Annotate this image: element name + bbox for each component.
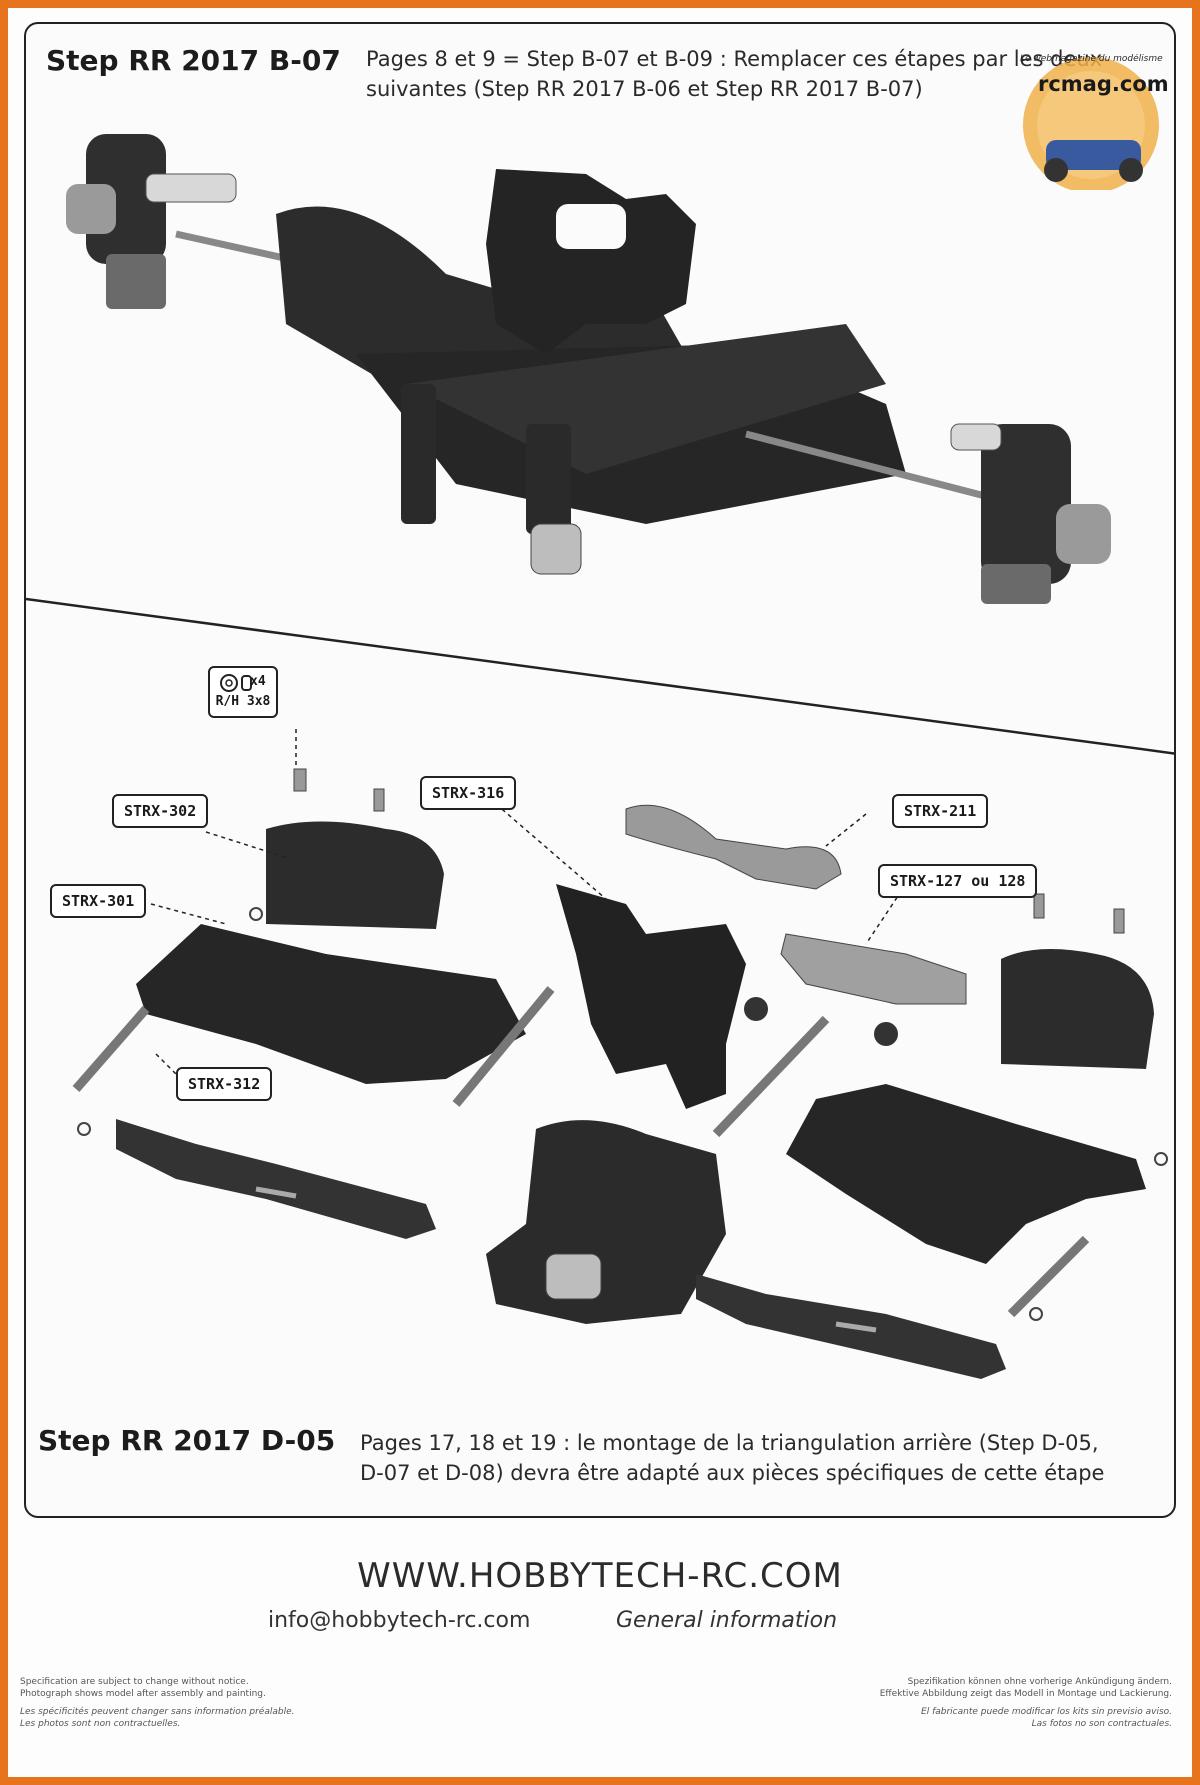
- disclaimer-right-line4: Las fotos no son contractuales.: [1031, 1719, 1172, 1729]
- website-url[interactable]: WWW.HOBBYTECH-RC.COM: [357, 1556, 843, 1596]
- part-label-strx301: STRX-301: [50, 884, 147, 918]
- screw-quantity: x4: [250, 674, 266, 689]
- assembled-rear-end: [66, 134, 1111, 604]
- assembly-illustration: [26, 134, 1174, 1379]
- leader-lines: [150, 729, 907, 1075]
- general-information-label: General information: [616, 1608, 838, 1633]
- exploded-parts: [72, 768, 1168, 1379]
- part-label-strx302: STRX-302: [112, 794, 209, 828]
- rcmag-logo-tagline: Le webmagazine du modélisme: [1020, 54, 1163, 64]
- screw-size: R/H 3x8: [215, 694, 271, 709]
- screw-spec-box: x4 R/H 3x8: [208, 666, 278, 718]
- disclaimer-right-line3: El fabricante puede modificar los kits s…: [921, 1707, 1172, 1717]
- disclaimer-left-line1: Specification are subject to change with…: [20, 1677, 249, 1687]
- instruction-panel: Step RR 2017 B-07 Pages 8 et 9 = Step B-…: [24, 22, 1176, 1518]
- disclaimer-left: Specification are subject to change with…: [20, 1676, 294, 1730]
- part-label-strx316: STRX-316: [420, 776, 517, 810]
- contact-email[interactable]: info@hobbytech-rc.com: [268, 1608, 531, 1633]
- disclaimer-left-line2: Photograph shows model after assembly an…: [20, 1689, 266, 1699]
- disclaimer-right-line2: Effektive Abbildung zeigt das Modell in …: [879, 1689, 1172, 1699]
- disclaimer-left-line3: Les spécificités peuvent changer sans in…: [20, 1707, 295, 1717]
- step-b07-desc-line2: suivantes (Step RR 2017 B-06 et Step RR …: [366, 77, 923, 101]
- disclaimer-right: Spezifikation können ohne vorherige Ankü…: [880, 1676, 1172, 1730]
- disclaimer-right-line1: Spezifikation können ohne vorherige Ankü…: [907, 1677, 1172, 1687]
- step-d05-desc-line2: D-07 et D-08) devra être adapté aux pièc…: [360, 1461, 1105, 1485]
- disclaimer-left-line4: Les photos sont non contractuelles.: [20, 1719, 181, 1729]
- step-b07-desc-line1: Pages 8 et 9 = Step B-07 et B-09 : Rempl…: [366, 47, 1103, 71]
- washer-screw-icon: [220, 674, 252, 692]
- step-d05-description: Pages 17, 18 et 19 : le montage de la tr…: [360, 1428, 1104, 1488]
- part-label-strx127: STRX-127 ou 128: [878, 864, 1038, 898]
- step-b07-description: Pages 8 et 9 = Step B-07 et B-09 : Rempl…: [366, 44, 1102, 104]
- part-label-strx312: STRX-312: [176, 1067, 273, 1101]
- section-divider: [26, 597, 1174, 755]
- rcmag-logo-text: rcmag.com: [1038, 72, 1169, 96]
- rcmag-logo: [1023, 57, 1159, 190]
- step-d05-title: Step RR 2017 D-05: [38, 1424, 336, 1457]
- step-b07-title: Step RR 2017 B-07: [46, 44, 341, 77]
- part-label-strx211: STRX-211: [892, 794, 989, 828]
- step-d05-desc-line1: Pages 17, 18 et 19 : le montage de la tr…: [360, 1431, 1099, 1455]
